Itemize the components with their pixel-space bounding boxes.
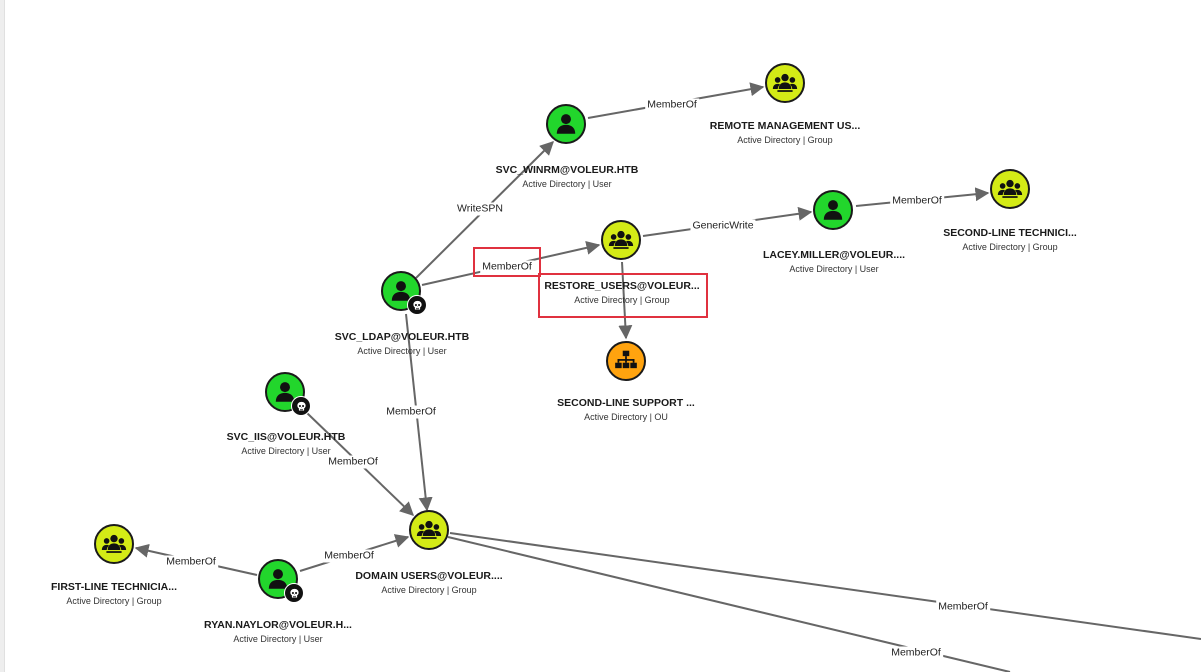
edge-label[interactable]: MemberOf [645,98,699,112]
node-name: RYAN.NAYLOR@VOLEUR.H... [204,619,352,631]
node-name: SECOND-LINE SUPPORT ... [557,397,695,409]
group-icon [101,534,127,553]
skull-badge-icon [291,396,311,416]
node-type: Active Directory | OU [584,412,668,422]
node-type: Active Directory | Group [574,295,670,305]
node-label[interactable]: LACEY.MILLER@VOLEUR.... Active Directory… [763,248,905,276]
edge-label[interactable]: MemberOf [326,455,380,469]
node-label[interactable]: RYAN.NAYLOR@VOLEUR.H... Active Directory… [204,618,352,646]
edge-label[interactable]: MemberOf [322,549,376,563]
node-lacey-miller[interactable] [813,190,853,230]
node-type: Active Directory | User [522,179,612,189]
node-label[interactable]: SVC_WINRM@VOLEUR.HTB Active Directory | … [496,163,639,191]
edge-label[interactable]: MemberOf [480,260,534,274]
panel-edge [0,0,5,672]
node-remote-management-users[interactable] [765,63,805,103]
edge-label[interactable]: MemberOf [890,194,944,208]
node-domain-users[interactable] [409,510,449,550]
node-name: SECOND-LINE TECHNICI... [943,227,1077,239]
node-type: Active Directory | User [233,634,323,644]
node-label[interactable]: REMOTE MANAGEMENT US... Active Directory… [710,119,861,147]
edge-domain-users-offscreen-1[interactable] [449,532,1201,640]
edge-label[interactable]: MemberOf [936,600,990,614]
node-label[interactable]: SECOND-LINE TECHNICI... Active Directory… [943,226,1077,254]
edge-label[interactable]: GenericWrite [690,219,756,233]
group-icon [416,520,442,539]
group-icon [997,179,1023,198]
node-type: Active Directory | User [789,264,879,274]
node-type: Active Directory | User [241,446,331,456]
edge-label[interactable]: MemberOf [164,555,218,569]
user-icon [391,281,411,301]
node-name: RESTORE_USERS@VOLEUR... [544,280,700,292]
node-name: REMOTE MANAGEMENT US... [709,120,861,132]
group-icon [772,73,798,92]
group-icon [608,230,634,249]
skull-badge-icon [407,295,427,315]
node-label[interactable]: SVC_LDAP@VOLEUR.HTB Active Directory | U… [335,330,470,358]
node-first-line-technicians[interactable] [94,524,134,564]
edge-label[interactable]: MemberOf [384,405,438,419]
node-label[interactable]: DOMAIN USERS@VOLEUR.... Active Directory… [355,569,502,597]
node-type: Active Directory | Group [66,596,162,606]
node-name: SVC_LDAP@VOLEUR.HTB [334,331,470,343]
node-name: LACEY.MILLER@VOLEUR.... [762,249,906,261]
ou-icon [615,350,637,369]
highlight-node-label [538,273,708,318]
edge-label[interactable]: WriteSPN [455,202,505,216]
user-icon [268,569,288,589]
highlight-edge-label [473,247,541,277]
node-name: SVC_IIS@VOLEUR.HTB [226,431,346,443]
node-type: Active Directory | User [357,346,447,356]
node-type: Active Directory | Group [962,242,1058,252]
node-svc-ldap[interactable] [381,271,427,315]
user-icon [275,382,295,402]
user-icon [556,114,576,134]
node-restore-users[interactable] [601,220,641,260]
node-name: SVC_WINRM@VOLEUR.HTB [495,164,639,176]
node-type: Active Directory | Group [737,135,833,145]
user-icon [823,200,843,220]
edge-label[interactable]: MemberOf [889,646,943,660]
node-label[interactable]: FIRST-LINE TECHNICIA... Active Directory… [51,580,177,608]
node-label[interactable]: SVC_IIS@VOLEUR.HTB Active Directory | Us… [227,430,346,458]
node-name: DOMAIN USERS@VOLEUR.... [355,570,503,582]
skull-badge-icon [284,583,304,603]
node-second-line-technicians[interactable] [990,169,1030,209]
node-label[interactable]: RESTORE_USERS@VOLEUR... Active Directory… [544,279,699,307]
node-svc-iis[interactable] [265,372,311,416]
node-ryan-naylor[interactable] [258,559,304,603]
node-name: FIRST-LINE TECHNICIA... [51,581,177,593]
node-second-line-support[interactable] [606,341,646,381]
node-label[interactable]: SECOND-LINE SUPPORT ... Active Directory… [557,396,695,424]
node-type: Active Directory | Group [381,585,477,595]
node-svc-winrm[interactable] [546,104,586,144]
